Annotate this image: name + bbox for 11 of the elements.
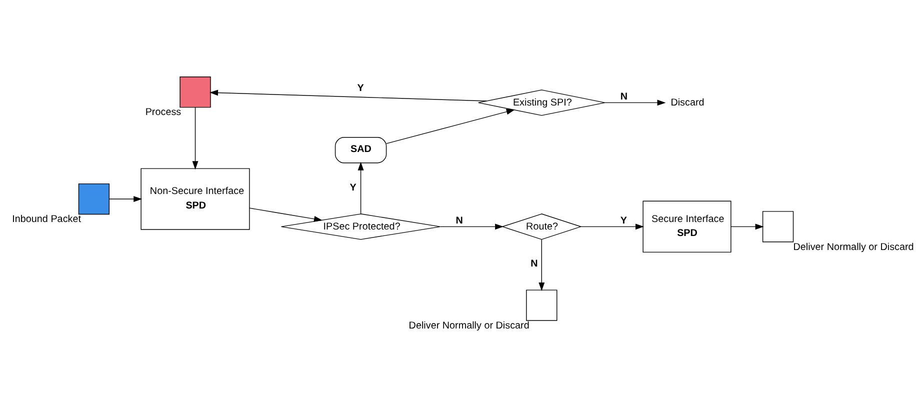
edge-label: Y [350,182,356,194]
edge-label: N [456,215,463,226]
node-text: Discard [670,97,704,108]
edge-label: Y [620,215,628,226]
edge-label: N [620,91,628,102]
node-label: Deliver Normally or Discard [793,242,914,253]
edge-label: Y [357,82,364,94]
edge-label: N [530,258,538,270]
node-label: Deliver Normally or Discard [408,320,530,332]
node-label: Process [145,107,182,118]
node-label: Inbound Packet [12,214,81,226]
